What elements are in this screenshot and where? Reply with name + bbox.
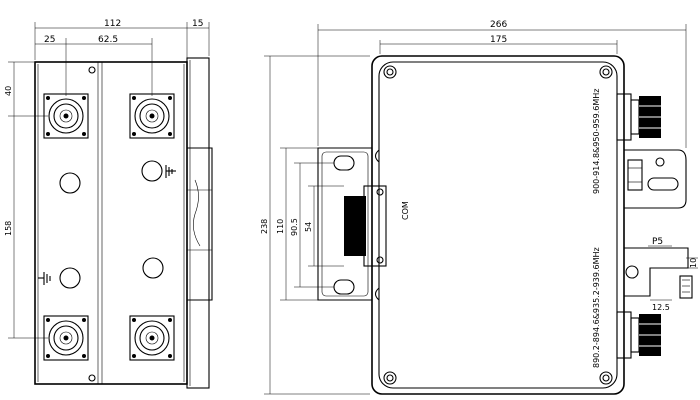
- right-bracket-slot: [647, 177, 679, 191]
- com-connector-screw: [376, 188, 384, 196]
- band-lower-label: 890.2-894.6&935.2-939.6MHz: [592, 247, 601, 368]
- dim-right-flange-height: 110: [276, 219, 285, 234]
- right-screw-bl: [383, 371, 397, 385]
- right-screw-tl: [383, 65, 397, 79]
- dim-right-bracket-p: P5: [652, 237, 663, 247]
- band-upper-label: 900-914.8&950-959.6MHz: [592, 89, 601, 194]
- port-lower-connector: [616, 311, 661, 359]
- dim-right-overall-height: 238: [260, 219, 269, 234]
- dim-right-connector-inner: 54: [304, 222, 313, 232]
- right-body-outline: [371, 55, 625, 395]
- right-bracket-nut: [627, 159, 643, 191]
- right-ground-lug: [679, 275, 693, 299]
- dim-left-ledge: 15: [192, 19, 203, 29]
- left-screw-bl: [88, 374, 96, 382]
- left-hole-upper: [59, 172, 81, 194]
- dim-right-body-width: 175: [490, 35, 507, 45]
- dim-left-port-x: 25: [44, 35, 55, 45]
- right-body-inner: [378, 61, 618, 389]
- left-connector-bottom-right: [129, 315, 175, 361]
- left-mount-bracket-bend: [193, 179, 201, 247]
- com-flange-inner: [321, 151, 369, 297]
- left-connector-top-left: [43, 93, 89, 139]
- ground-icon: [141, 160, 176, 182]
- dim-left-port-spacing: 62.5: [98, 35, 118, 45]
- dim-right-overall-width: 266: [490, 20, 507, 30]
- dim-left-port-vertical: 158: [4, 221, 13, 236]
- left-ledge: [186, 57, 210, 389]
- dim-right-bracket-h: 10: [689, 258, 698, 268]
- com-label: COM: [401, 201, 410, 220]
- com-slot-lower: [333, 279, 355, 295]
- com-connector-screw: [376, 256, 384, 264]
- left-mount-bracket: [187, 147, 213, 301]
- left-side-view: 112 15 25 62.5 40 158: [4, 19, 213, 389]
- right-bracket-hole: [655, 157, 665, 167]
- dim-left-overall-width: 112: [104, 19, 121, 29]
- ground-icon: [625, 265, 639, 279]
- dim-right-bracket-offset: 12.5: [652, 303, 670, 312]
- right-screw-tr: [599, 65, 613, 79]
- left-screw-tl: [88, 66, 96, 74]
- com-slot-upper: [333, 155, 355, 171]
- right-ground-bracket: [624, 247, 689, 297]
- port-upper-connector: [616, 93, 661, 141]
- right-top-view: COM: [260, 20, 698, 395]
- right-body-notch: [374, 149, 380, 163]
- left-connector-bottom-left: [43, 315, 89, 361]
- right-screw-br: [599, 371, 613, 385]
- left-connector-top-right: [129, 93, 175, 139]
- ground-icon: [38, 267, 81, 289]
- com-connector-base: [363, 185, 387, 267]
- com-flange: [317, 147, 373, 301]
- left-hole-lower: [142, 257, 164, 279]
- dim-right-connector-span: 90.5: [290, 218, 299, 236]
- right-mount-bracket: [624, 149, 687, 209]
- dim-left-top-offset: 40: [4, 86, 13, 96]
- right-body-notch-2: [374, 287, 380, 301]
